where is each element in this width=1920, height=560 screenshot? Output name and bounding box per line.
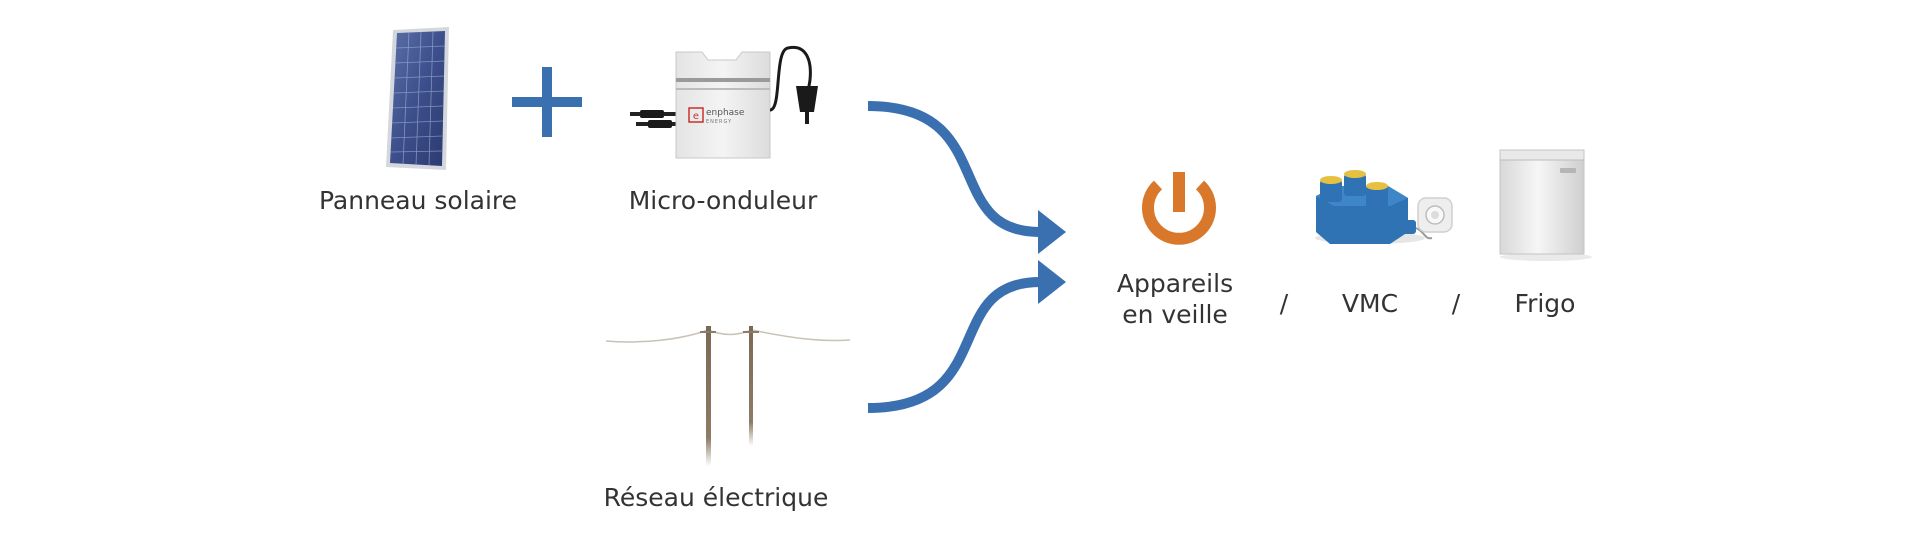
standby-label: Appareils en veille	[1117, 268, 1233, 330]
grid-label: Réseau électrique	[603, 483, 829, 512]
standby-label-line1: Appareils	[1116, 269, 1234, 298]
enphase-brand: enphase	[706, 108, 745, 118]
solar-panel-icon	[386, 27, 449, 170]
vmc-label: VMC	[1341, 289, 1399, 318]
micro-inverter-label: Micro-onduleur	[628, 186, 818, 215]
svg-text:e: e	[693, 111, 699, 122]
micro-inverter-icon: e enphase ENERGY	[630, 45, 818, 159]
fridge-icon	[1499, 149, 1592, 261]
standby-label-line2: en veille	[1122, 300, 1228, 329]
arrow-icon	[867, 260, 1066, 413]
vmc-icon	[1315, 170, 1453, 244]
plus-icon	[512, 67, 582, 137]
power-line-icon	[605, 326, 851, 466]
separator: /	[1451, 289, 1461, 318]
fridge-label: Frigo	[1514, 289, 1576, 318]
solar-panel-label: Panneau solaire	[318, 186, 518, 215]
enphase-brand-sub: ENERGY	[706, 119, 732, 125]
arrow-icon	[867, 101, 1066, 254]
power-icon	[1142, 172, 1216, 245]
separator: /	[1279, 289, 1289, 318]
